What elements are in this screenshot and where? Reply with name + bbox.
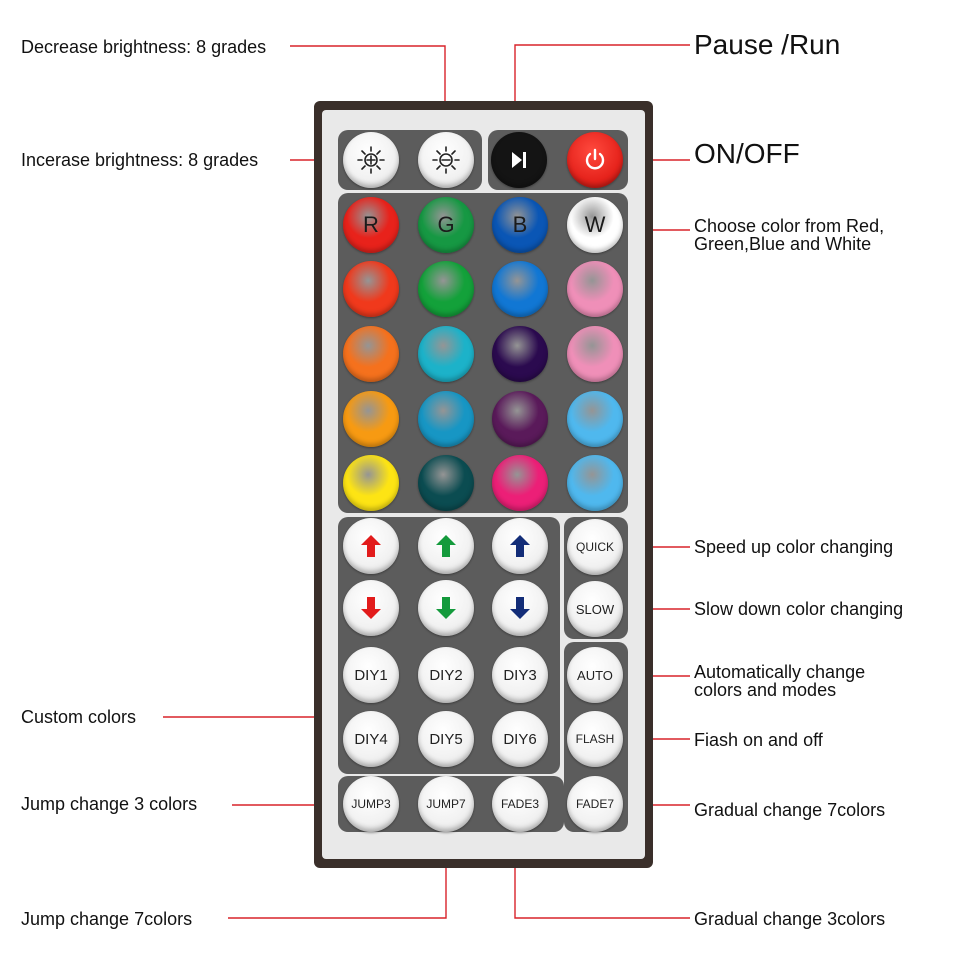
green-up-button[interactable]	[418, 518, 474, 574]
color-button-r5-c1[interactable]	[343, 455, 399, 511]
label-choose-color-1: Choose color from Red,	[694, 216, 885, 236]
color-button-r1-c2[interactable]	[418, 197, 474, 253]
label-increase-brightness: Incerase brightness: 8 grades	[21, 150, 259, 170]
color-button-r5-c2[interactable]	[418, 455, 474, 511]
color-button-r5-c4[interactable]	[567, 455, 623, 511]
label-fade3: Gradual change 3colors	[694, 909, 886, 929]
color-button-r4-c4[interactable]	[567, 391, 623, 447]
fade7-button[interactable]: FADE7	[567, 776, 623, 832]
jump7-label: JUMP7	[426, 797, 466, 811]
auto-button[interactable]: AUTO	[567, 647, 623, 703]
flash-label: FLASH	[575, 732, 615, 746]
flash-button[interactable]: FLASH	[567, 711, 623, 767]
label-decrease-brightness: Decrease brightness: 8 grades	[21, 37, 267, 57]
play-pause-icon	[512, 152, 526, 168]
power-icon	[585, 148, 605, 170]
color-button-r2-c2[interactable]	[418, 261, 474, 317]
red-up-button[interactable]	[343, 518, 399, 574]
arrow-up-blue-icon	[510, 535, 530, 557]
jump7-button[interactable]: JUMP7	[418, 776, 474, 832]
label-jump3: Jump change 3 colors	[21, 794, 198, 814]
green-down-button[interactable]	[418, 580, 474, 636]
fade3-label: FADE3	[500, 797, 539, 811]
white-label: W	[584, 212, 606, 237]
diy6-label: DIY6	[503, 730, 537, 748]
quick-button[interactable]: QUICK	[567, 519, 623, 575]
color-button-r1-c3[interactable]	[492, 197, 548, 253]
diy6-button[interactable]: DIY6	[492, 711, 548, 767]
green-label: G	[437, 212, 455, 237]
color-button-r3-c2[interactable]	[418, 326, 474, 382]
label-fade7: Gradual change 7colors	[694, 800, 886, 820]
blue-down-button[interactable]	[492, 580, 548, 636]
color-button-r3-c4[interactable]	[567, 326, 623, 382]
jump3-button[interactable]: JUMP3	[343, 776, 399, 832]
label-choose-color-2: Green,Blue and White	[694, 234, 872, 254]
diy4-label: DIY4	[354, 730, 388, 748]
arrow-up-red-icon	[361, 535, 381, 557]
diy2-label: DIY2	[429, 666, 463, 684]
label-auto-2: colors and modes	[694, 680, 837, 700]
auto-label: AUTO	[577, 667, 613, 683]
arrow-up-green-icon	[436, 535, 456, 557]
color-button-r2-c4[interactable]	[567, 261, 623, 317]
slow-label: SLOW	[575, 601, 615, 617]
label-custom-colors: Custom colors	[21, 707, 137, 727]
diy2-button[interactable]: DIY2	[418, 647, 474, 703]
label-jump7: Jump change 7colors	[21, 909, 193, 929]
color-button-r2-c3[interactable]	[492, 261, 548, 317]
arrow-down-blue-icon	[510, 597, 530, 619]
color-button-r4-c2[interactable]	[418, 391, 474, 447]
color-button-r1-c4[interactable]	[567, 197, 623, 253]
color-button-r1-c1[interactable]	[343, 197, 399, 253]
arrow-down-red-icon	[361, 597, 381, 619]
label-pause-run: Pause /Run	[694, 29, 841, 60]
color-button-r5-c3[interactable]	[492, 455, 548, 511]
red-down-button[interactable]	[343, 580, 399, 636]
brightness-down-icon	[432, 146, 460, 174]
blue-label: B	[512, 212, 528, 237]
brightness-up-icon	[357, 146, 385, 174]
color-button-r2-c1[interactable]	[343, 261, 399, 317]
diy3-label: DIY3	[503, 666, 537, 684]
diy1-label: DIY1	[354, 666, 388, 684]
quick-label: QUICK	[575, 540, 614, 554]
diy3-button[interactable]: DIY3	[492, 647, 548, 703]
label-slow-down: Slow down color changing	[694, 599, 904, 619]
arrow-down-green-icon	[436, 597, 456, 619]
fade3-button[interactable]: FADE3	[492, 776, 548, 832]
diy4-button[interactable]: DIY4	[343, 711, 399, 767]
diy5-button[interactable]: DIY5	[418, 711, 474, 767]
jump3-label: JUMP3	[351, 797, 391, 811]
brightness-up-button[interactable]	[343, 132, 399, 188]
label-auto-1: Automatically change	[694, 662, 866, 682]
pause-run-button[interactable]	[491, 132, 547, 188]
label-on-off: ON/OFF	[694, 138, 800, 169]
color-button-r4-c3[interactable]	[492, 391, 548, 447]
label-flash: Fiash on and off	[694, 730, 823, 750]
power-button[interactable]	[567, 132, 623, 188]
diy1-button[interactable]: DIY1	[343, 647, 399, 703]
diy5-label: DIY5	[429, 730, 463, 748]
color-button-r3-c1[interactable]	[343, 326, 399, 382]
color-button-r3-c3[interactable]	[492, 326, 548, 382]
label-speed-up: Speed up color changing	[694, 537, 894, 557]
color-button-r4-c1[interactable]	[343, 391, 399, 447]
fade7-label: FADE7	[575, 797, 614, 811]
blue-up-button[interactable]	[492, 518, 548, 574]
red-label: R	[363, 212, 379, 237]
brightness-down-button[interactable]	[418, 132, 474, 188]
slow-button[interactable]: SLOW	[567, 581, 623, 637]
